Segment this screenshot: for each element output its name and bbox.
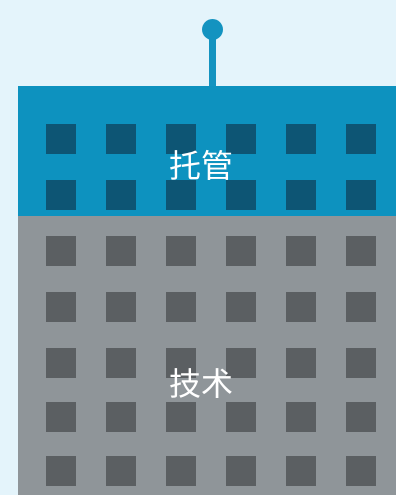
window <box>106 124 136 154</box>
window <box>286 236 316 266</box>
window <box>166 124 196 154</box>
window <box>46 402 76 432</box>
antenna-pole <box>209 36 216 88</box>
top-block-label: 托管 <box>169 147 234 185</box>
window <box>46 124 76 154</box>
window <box>226 124 256 154</box>
window <box>346 402 376 432</box>
window <box>286 180 316 210</box>
window <box>286 292 316 322</box>
antenna-ball <box>202 19 223 40</box>
window <box>106 180 136 210</box>
window <box>106 292 136 322</box>
window <box>46 348 76 378</box>
bottom-block-label: 技术 <box>169 365 234 403</box>
window <box>346 456 376 486</box>
window <box>346 124 376 154</box>
window <box>166 348 196 378</box>
window <box>166 236 196 266</box>
window <box>226 292 256 322</box>
bottom-block <box>18 216 396 495</box>
top-block <box>18 86 396 216</box>
window <box>166 292 196 322</box>
window <box>166 180 196 210</box>
window <box>226 180 256 210</box>
window <box>226 402 256 432</box>
window <box>346 348 376 378</box>
window <box>286 348 316 378</box>
window <box>286 402 316 432</box>
window <box>46 456 76 486</box>
window <box>166 402 196 432</box>
window <box>286 124 316 154</box>
window <box>46 236 76 266</box>
window <box>166 456 196 486</box>
window <box>226 236 256 266</box>
window <box>286 456 316 486</box>
window <box>46 180 76 210</box>
window <box>106 456 136 486</box>
window <box>46 292 76 322</box>
window <box>346 236 376 266</box>
window <box>106 348 136 378</box>
window <box>346 292 376 322</box>
window <box>226 456 256 486</box>
window <box>346 180 376 210</box>
window <box>106 402 136 432</box>
window <box>106 236 136 266</box>
window <box>226 348 256 378</box>
